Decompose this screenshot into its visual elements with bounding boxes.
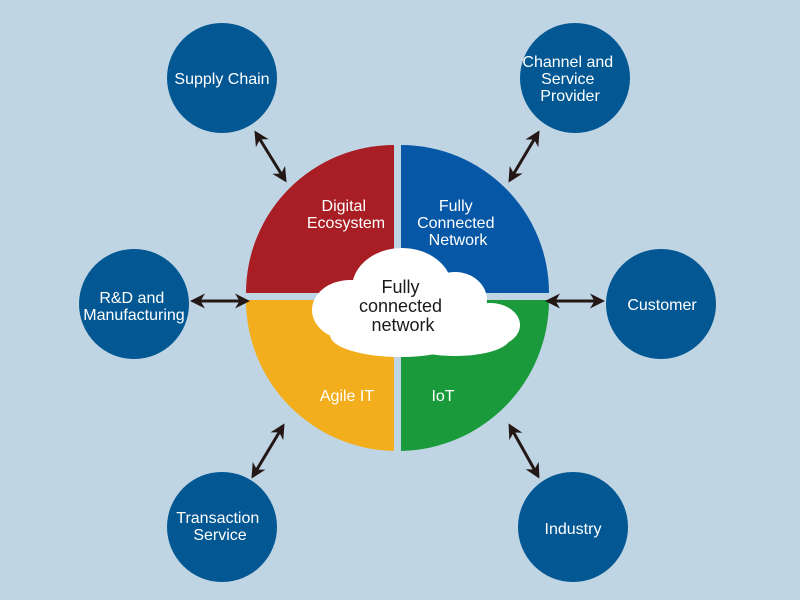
node-label: Customer: [627, 297, 697, 314]
node-label: Industry: [545, 521, 602, 538]
cloud-label: Fully connected network: [359, 277, 447, 335]
cloud-icon: [312, 248, 520, 357]
node-label: Supply Chain: [174, 71, 269, 88]
arrow-transaction-service: [251, 423, 285, 479]
quadrant-label-fully-connected-network: Fully Connected Network: [417, 198, 499, 249]
svg-text:Supply Chain: Supply Chain: [174, 71, 269, 88]
node-label: R&D and Manufacturing: [83, 290, 184, 324]
quadrant-label-digital-ecosystem: Digital Ecosystem: [307, 198, 385, 232]
quadrant-digital-ecosystem: [246, 145, 394, 293]
node-transaction-service: Transaction Service: [167, 472, 277, 582]
arrow-industry: [508, 423, 540, 479]
node-industry: Industry: [518, 472, 628, 582]
quadrant-fully-connected-network: [401, 145, 549, 293]
node-label: Transaction Service: [176, 510, 263, 544]
node-label: Channel and Service Provider: [522, 54, 617, 105]
node-customer: Customer: [606, 249, 716, 359]
quadrant-label-iot: IoT: [431, 388, 454, 405]
node-rd-and-manufacturing: R&D and Manufacturing: [79, 249, 189, 359]
quadrant-label-agile-it: Agile IT: [320, 388, 374, 405]
node-channel-and-service-provider: Channel and Service Provider: [520, 23, 630, 133]
arrow-channel-and-service-provider: [508, 130, 540, 183]
arrow-supply-chain: [254, 130, 287, 183]
node-supply-chain: Supply Chain: [167, 23, 277, 133]
